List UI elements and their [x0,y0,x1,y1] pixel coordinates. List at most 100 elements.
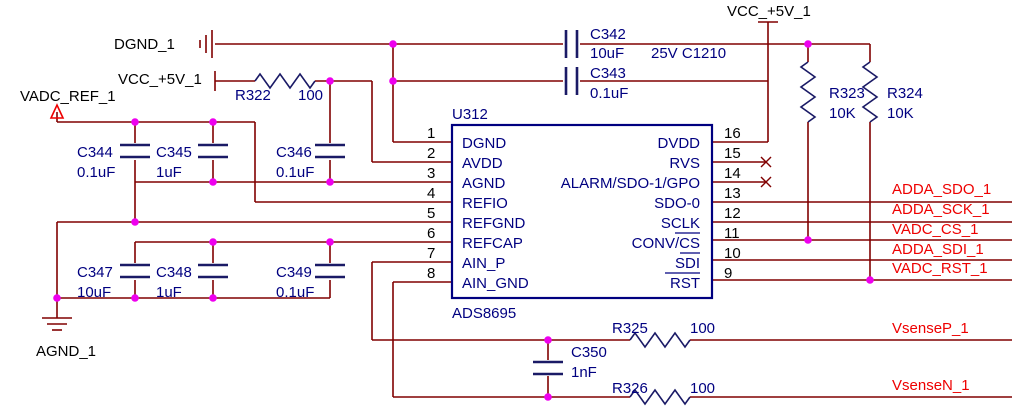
r323-value: 10K [829,105,856,122]
pin-number: 1 [427,125,435,142]
pin-number: 12 [724,205,741,222]
pin-name: DVDD [657,135,700,152]
resistor-r322 [254,72,316,90]
resistor-r324 [861,61,879,123]
c349-value: 0.1uF [276,284,314,301]
pin-number: 5 [427,205,435,222]
c345-ref: C345 [156,144,192,161]
pin-name: RST [670,275,700,292]
resistor-r323 [799,61,817,123]
capacitor-c345 [198,143,228,159]
capacitor-c344 [120,143,150,159]
c342-value: 10uF [590,45,624,62]
net-label-sck: ADDA_SCK_1 [892,201,990,218]
c348-ref: C348 [156,264,192,281]
pin-name: AVDD [462,155,503,172]
pin-number: 16 [724,125,741,142]
c347-ref: C347 [77,264,113,281]
pin-number: 15 [724,145,741,162]
pin-name: REFCAP [462,235,523,252]
dgnd-label: DGND_1 [114,36,175,53]
vcc-left-label: VCC_+5V_1 [118,71,202,88]
c347-value: 10uF [77,284,111,301]
pin-name: SDO-0 [654,195,700,212]
vadc-ref-port [49,103,65,119]
c346-ref: C346 [276,144,312,161]
capacitor-c342 [564,30,579,58]
pin-name: AIN_P [462,255,505,272]
pin-number: 7 [427,245,435,262]
c343-ref: C343 [590,65,626,82]
pin-number: 10 [724,245,741,262]
active-low-overbars [665,232,700,274]
pin-name: DGND [462,135,506,152]
pin-number: 6 [427,225,435,242]
net-label-rst: VADC_RST_1 [892,260,988,277]
c349-ref: C349 [276,264,312,281]
capacitor-c347 [120,263,150,279]
net-label-vsense-p: VsenseP_1 [892,320,969,337]
c344-value: 0.1uF [77,164,115,181]
vcc-top-label: VCC_+5V_1 [727,3,811,20]
c348-value: 1uF [156,284,182,301]
c346-value: 0.1uF [276,164,314,181]
agnd-symbol [42,317,72,331]
pin-name: AGND [462,175,506,192]
r325-value: 100 [690,320,715,337]
net-label-cs: VADC_CS_1 [892,221,978,238]
pin-name: RVS [669,155,700,172]
ic-right-pins: 16 DVDD 15 RVS 14 ALARM/SDO-1/GPO 13 SDO… [561,125,741,292]
pin-number: 8 [427,265,435,282]
r326-value: 100 [690,380,715,397]
r326-ref: R326 [612,380,648,397]
r323-ref: R323 [829,85,865,102]
capacitor-c349 [315,263,345,279]
vcc-top-symbol [758,21,778,30]
vadc-ref-label: VADC_REF_1 [20,88,116,105]
pin-name: REFGND [462,215,526,232]
pin-number: 14 [724,165,741,182]
pin-number: 11 [724,225,740,242]
capacitor-c348 [198,263,228,279]
c343-value: 0.1uF [590,85,628,102]
pin-number: 9 [724,265,732,282]
c342-extra: 25V C1210 [651,45,726,62]
c344-ref: C344 [77,144,113,161]
pin-name: CONV/CS [632,235,700,252]
r324-ref: R324 [887,85,923,102]
c345-value: 1uF [156,164,182,181]
ic-part: ADS8695 [452,305,516,322]
r324-value: 10K [887,105,914,122]
pin-name: SCLK [661,215,700,232]
c350-value: 1nF [571,364,597,381]
pin-name: SDI [675,255,700,272]
net-label-sdo: ADDA_SDO_1 [892,181,991,198]
net-label-vsense-n: VsenseN_1 [892,377,970,394]
resistor-r325 [629,331,691,349]
junction-dots [53,40,874,401]
capacitor-c346 [315,143,345,159]
net-label-sdi: ADDA_SDI_1 [892,241,984,258]
r322-value: 100 [298,87,323,104]
ic-u312-body [450,123,714,300]
no-connect-markers [760,156,772,188]
resistor-r326 [629,388,691,406]
pin-number: 2 [427,145,435,162]
capacitor-c350 [533,360,563,376]
pin-number: 13 [724,185,741,202]
pin-name: REFIO [462,195,508,212]
c350-ref: C350 [571,344,607,361]
pin-number: 3 [427,165,435,182]
r322-ref: R322 [235,87,271,104]
pin-name: ALARM/SDO-1/GPO [561,175,700,192]
r325-ref: R325 [612,320,648,337]
agnd-label: AGND_1 [36,343,96,360]
ic-ref: U312 [452,106,488,123]
capacitor-c343 [564,67,579,95]
pin-name: AIN_GND [462,275,529,292]
c342-ref: C342 [590,26,626,43]
ic-left-pins: 1 DGND 2 AVDD 3 AGND 4 REFIO 5 REFGND 6 … [427,125,529,292]
pin-number: 4 [427,185,435,202]
dgnd-symbol [199,30,213,58]
